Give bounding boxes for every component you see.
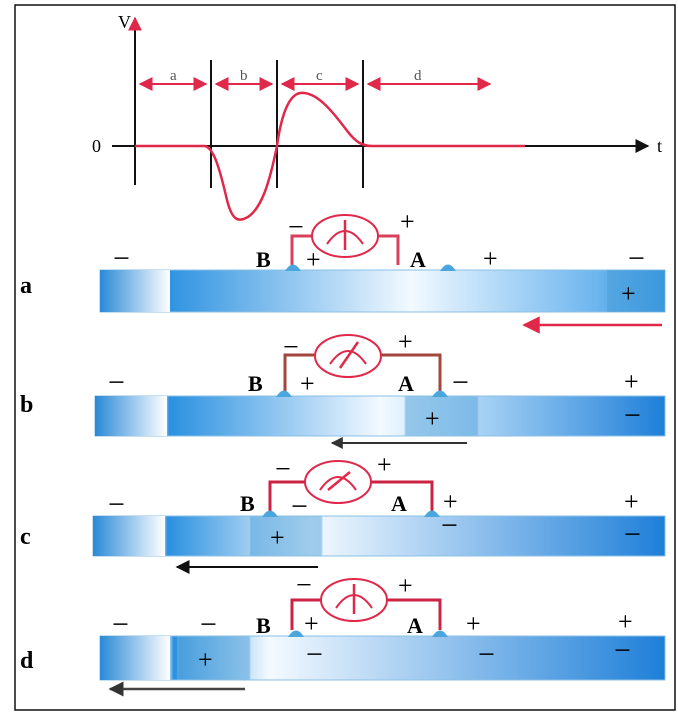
charge-minus: −	[452, 366, 469, 399]
interval-b-label: b	[240, 68, 248, 84]
nerve-fiber	[99, 269, 666, 313]
electrode-a	[432, 390, 448, 397]
charge-minus: −	[441, 509, 458, 542]
charge-plus: +	[624, 367, 639, 396]
charge-minus: −	[112, 608, 129, 641]
interval-c-label: c	[316, 68, 323, 84]
charge-minus: −	[628, 242, 645, 275]
electrode-a	[440, 264, 456, 271]
excited-zone	[404, 395, 479, 437]
interval-d-label: d	[414, 68, 422, 84]
electrode-b	[285, 264, 301, 271]
excited-zone	[249, 515, 323, 557]
potential-trace	[135, 91, 525, 221]
electrode-a-label: A	[398, 371, 414, 396]
charge-plus: +	[304, 609, 319, 638]
charge-minus: −	[624, 399, 641, 432]
excited-zone	[177, 635, 251, 681]
potential-graph: V t 0 a b c d	[92, 12, 662, 221]
interval-a-label: a	[170, 68, 177, 84]
nerve-fiber	[94, 395, 666, 437]
meter-left-sign: −	[296, 570, 312, 601]
x-axis-label: t	[657, 136, 662, 156]
charge-minus: −	[291, 490, 308, 523]
electrode-a	[432, 630, 448, 637]
electrode-a	[424, 510, 440, 517]
electrode-a-label: A	[410, 247, 426, 272]
nerve-end	[100, 270, 170, 312]
electrode-b	[288, 630, 304, 637]
charge-plus: +	[300, 369, 315, 398]
needle	[327, 471, 351, 491]
charge-plus: +	[624, 487, 639, 516]
charge-minus: −	[624, 518, 641, 551]
electrode-b-label: B	[256, 247, 271, 272]
electrode-b	[262, 510, 278, 517]
charge-minus: −	[478, 638, 495, 671]
charge-plus: +	[270, 523, 285, 552]
charge-plus: +	[618, 607, 633, 636]
panel-d: d − + B A − − + + + + − − −	[20, 570, 666, 697]
panel-c: c − + B A − − + − + + −	[20, 450, 666, 574]
charge-plus: +	[306, 245, 321, 274]
row-label: c	[20, 524, 31, 550]
charge-minus: −	[306, 638, 323, 671]
charge-plus: +	[198, 645, 213, 674]
charge-minus: −	[113, 242, 130, 275]
charge-plus: +	[483, 244, 498, 273]
row-label: d	[20, 648, 34, 674]
electrode-b	[276, 390, 292, 397]
charge-minus: −	[614, 634, 631, 667]
meter-left-sign: −	[288, 212, 304, 243]
meter-left-sign: −	[283, 332, 299, 363]
panel-b: b − + B A − + − + + −	[20, 327, 666, 449]
y-axis-label: V	[118, 12, 131, 32]
meter-right-sign: +	[377, 450, 392, 479]
charge-plus: +	[425, 404, 440, 433]
meter-right-sign: +	[400, 207, 415, 236]
needle	[338, 341, 360, 369]
charge-plus: +	[621, 279, 636, 308]
meter-right-sign: +	[398, 327, 413, 356]
charge-minus: −	[108, 488, 125, 521]
charge-plus: +	[443, 487, 458, 516]
row-label: a	[20, 273, 32, 299]
nerve-fiber	[92, 515, 666, 557]
excited-zone	[607, 270, 665, 312]
meter-right-sign: +	[398, 571, 413, 600]
nerve-end	[95, 396, 167, 436]
panel-a: a − + B A − + + − +	[20, 207, 666, 334]
charge-minus: −	[200, 608, 217, 641]
nerve-end	[100, 636, 170, 680]
electrode-a-label: A	[391, 491, 407, 516]
electrode-b-label: B	[248, 371, 263, 396]
origin-label: 0	[92, 136, 101, 156]
electrode-b-label: B	[256, 613, 271, 638]
meter-left-sign: −	[275, 454, 291, 485]
charge-minus: −	[108, 366, 125, 399]
electrode-a-label: A	[407, 613, 423, 638]
charge-plus: +	[466, 609, 481, 638]
nerve-end	[93, 516, 165, 556]
row-label: b	[20, 392, 33, 418]
electrode-b-label: B	[240, 491, 255, 516]
